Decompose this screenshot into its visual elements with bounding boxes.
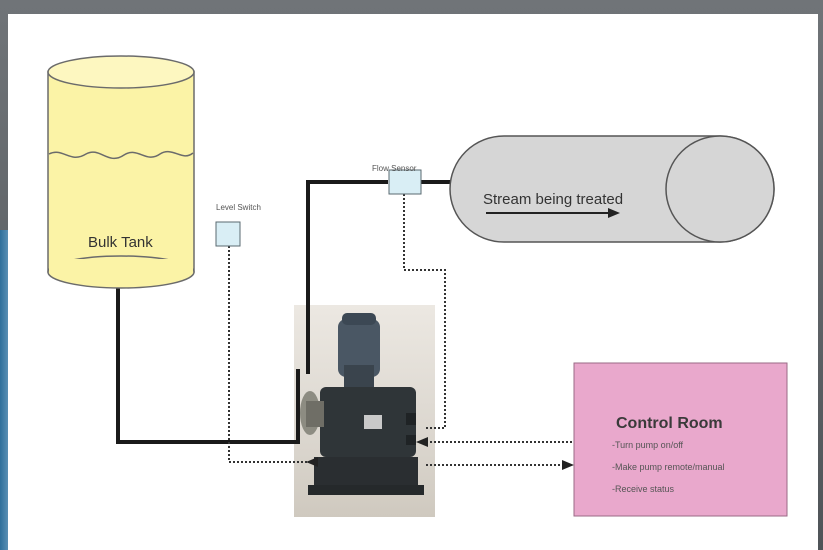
level-switch <box>215 221 241 247</box>
control-room-box <box>573 362 788 517</box>
bulk-tank <box>47 55 195 289</box>
discharge-pipe <box>306 180 388 374</box>
metering-pump-icon <box>300 313 424 495</box>
pump-photo <box>294 305 435 517</box>
arrow-left-lower <box>306 457 318 467</box>
flow-sensor <box>388 169 422 195</box>
tank-label: Bulk Tank <box>88 234 153 251</box>
flow-sensor-label: Flow Sensor <box>372 164 417 173</box>
diagram-canvas: Bulk Tank Level Switch Flow Sensor Strea… <box>8 14 818 550</box>
control-room-item: -Receive status <box>612 484 675 494</box>
level-signal-line <box>228 246 308 463</box>
control-room-item: -Turn pump on/off <box>612 440 684 450</box>
level-switch-label: Level Switch <box>216 203 261 212</box>
liquid-level <box>48 150 194 160</box>
suction-pipe <box>116 284 300 444</box>
control-room-title: Control Room <box>616 415 723 432</box>
side-strip <box>0 230 8 550</box>
control-room-item: -Make pump remote/manual <box>612 462 725 472</box>
stream-label: Stream being treated <box>483 191 624 208</box>
flow-signal-line <box>403 194 446 429</box>
diagram-graphics <box>47 55 788 517</box>
flow-arrow-head <box>608 208 620 218</box>
arrow-left <box>416 437 428 447</box>
arrow-right <box>562 460 574 470</box>
stream-pipe <box>449 135 775 243</box>
